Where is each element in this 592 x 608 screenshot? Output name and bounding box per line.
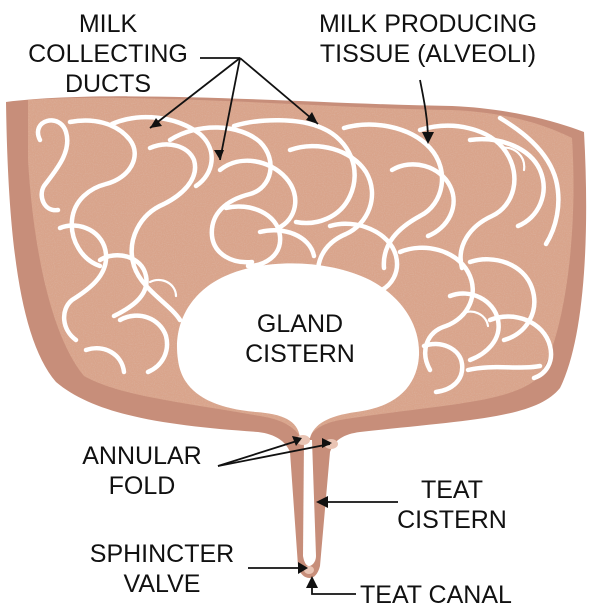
label-alveoli: MILK PRODUCING TISSUE (ALVEOLI) <box>319 10 537 68</box>
label-teat-cistern: TEAT CISTERN <box>397 476 507 534</box>
label-line: SPHINCTER <box>90 540 234 568</box>
label-sphincter-valve: SPHINCTER VALVE <box>90 540 234 598</box>
label-line: TISSUE (ALVEOLI) <box>320 40 536 68</box>
label-line: MILK PRODUCING <box>319 10 537 38</box>
label-line: FOLD <box>109 472 176 500</box>
label-line: VALVE <box>124 570 201 598</box>
label-teat-canal: TEAT CANAL <box>360 581 512 608</box>
label-line: COLLECTING <box>28 40 188 68</box>
label-line: DUCTS <box>65 70 151 98</box>
label-line: GLAND <box>257 310 343 338</box>
label-line: CISTERN <box>397 506 507 534</box>
label-line: CISTERN <box>245 340 355 368</box>
label-line: ANNULAR <box>82 442 201 470</box>
label-line: MILK <box>79 10 138 38</box>
label-annular-fold: ANNULAR FOLD <box>82 442 201 500</box>
label-milk-collecting-ducts: MILK COLLECTING DUCTS <box>28 10 188 98</box>
label-line: TEAT <box>421 476 483 504</box>
